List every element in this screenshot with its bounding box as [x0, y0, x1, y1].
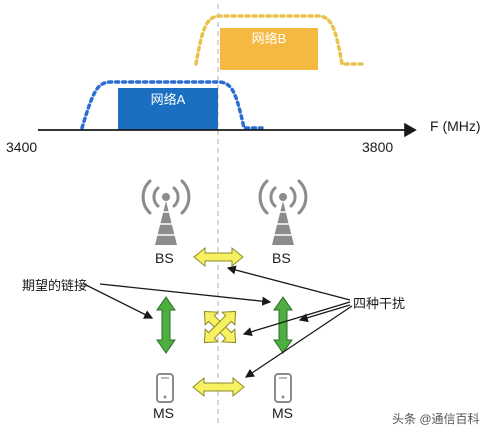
network-b-block	[220, 28, 318, 70]
network-b-mask	[194, 14, 364, 66]
desired-link-left-arrow	[156, 296, 176, 354]
desired-links-pointers	[83, 283, 272, 319]
interference-pointers	[226, 265, 353, 378]
bs-left-label: BS	[155, 250, 174, 266]
ms-left-phone-icon	[156, 373, 174, 403]
bs-right-label: BS	[272, 250, 291, 266]
ms-ms-interference-arrow	[192, 376, 245, 398]
network-a-block	[118, 88, 218, 130]
desired-links-label: 期望的链接	[22, 278, 88, 293]
ms-right-phone-icon	[274, 373, 292, 403]
bs-right-tower-icon	[258, 179, 308, 245]
watermark: 头条 @通信百科	[392, 412, 480, 426]
freq-start-label: 3400	[6, 139, 38, 155]
network-a-mask	[80, 80, 264, 130]
four-interference-label: 四种干扰	[353, 296, 406, 311]
bs-bs-interference-arrow	[193, 246, 244, 268]
freq-end-label: 3800	[362, 139, 394, 155]
desired-link-right-arrow	[273, 296, 293, 354]
frequency-axis-label: F (MHz)	[430, 118, 481, 134]
ms-right-label: MS	[272, 405, 293, 421]
network-b-label: 网络B	[251, 31, 287, 46]
network-a-label: 网络A	[150, 92, 186, 107]
bs-left-tower-icon	[141, 179, 191, 245]
ms-left-label: MS	[153, 405, 174, 421]
cross-interference-arrows	[203, 310, 237, 344]
